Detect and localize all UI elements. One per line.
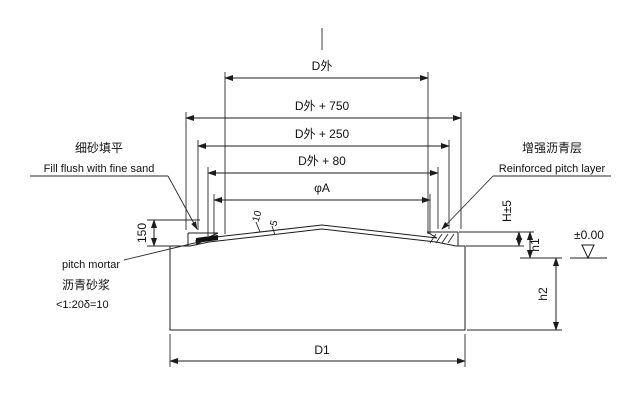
dim-d1-label: D1 bbox=[314, 343, 330, 357]
right-curb bbox=[426, 231, 459, 246]
fine-sand-label-en: Fill flush with fine sand bbox=[44, 163, 155, 175]
dim-150-label: 150 bbox=[135, 223, 149, 243]
dim-phi-a: φA bbox=[213, 181, 431, 204]
dim-h1-label: h1 bbox=[528, 238, 542, 252]
dim-d-outer-250-label: D外 + 250 bbox=[295, 127, 350, 141]
dim-d-outer-750: D外 + 750 bbox=[185, 99, 462, 122]
dim-h1: h1 bbox=[526, 231, 542, 259]
reinforced-pitch-label-cn: 增强沥青层 bbox=[522, 141, 582, 155]
dim-h-tolerance: H±5 bbox=[500, 200, 523, 247]
fine-sand-leader bbox=[167, 175, 198, 230]
dim-d-outer-80-label: D外 + 80 bbox=[298, 154, 346, 168]
reinforced-pitch-hatch bbox=[429, 233, 455, 244]
layer-tick-10 bbox=[255, 221, 261, 233]
callout-pitch-mortar: pitch mortar 沥青砂浆 <1:20δ=10 bbox=[56, 240, 204, 311]
dim-d-outer-80: D外 + 80 bbox=[207, 154, 439, 177]
callout-reinforced-pitch: 增强沥青层 Reinforced pitch layer bbox=[441, 141, 611, 230]
callout-fine-sand: 细砂填平 Fill flush with fine sand bbox=[30, 141, 198, 230]
left-curb bbox=[187, 232, 219, 246]
dim-h-tolerance-label: H±5 bbox=[500, 200, 514, 222]
pitch-mortar-spec: <1:20δ=10 bbox=[56, 299, 109, 311]
layer-tick-5 bbox=[271, 225, 276, 236]
reinforced-pitch-leader bbox=[441, 175, 494, 230]
dim-h2-label: h2 bbox=[536, 287, 550, 301]
surface-layer-line bbox=[206, 224, 438, 239]
datum-triangle-icon bbox=[581, 244, 595, 260]
datum-level-label: ±0.00 bbox=[574, 228, 604, 242]
dim-h2: h2 bbox=[536, 257, 560, 331]
pitch-mortar-label-cn: 沥青砂浆 bbox=[62, 277, 110, 292]
right-layer-edge bbox=[426, 231, 438, 239]
reinforced-pitch-label-en: Reinforced pitch layer bbox=[499, 163, 606, 175]
dim-d-outer-label: D外 bbox=[312, 59, 333, 73]
pitch-mortar-leader bbox=[123, 240, 204, 261]
layer-5-label: 5 bbox=[269, 219, 281, 228]
dim-150: 150 bbox=[135, 219, 200, 247]
pitch-layers: 10 5 bbox=[206, 209, 438, 239]
extension-lines-top bbox=[185, 72, 462, 236]
foundation-fill bbox=[169, 228, 466, 331]
right-dimensions: H±5 h1 h2 ±0.00 bbox=[459, 200, 607, 331]
layer-10-label: 10 bbox=[251, 209, 265, 223]
fine-sand-label-cn: 细砂填平 bbox=[75, 141, 123, 155]
datum-level: ±0.00 bbox=[570, 228, 607, 260]
dim-d-outer-750-label: D外 + 750 bbox=[295, 99, 350, 113]
dim-phi-a-label: φA bbox=[314, 181, 330, 195]
pitch-mortar-label-en: pitch mortar bbox=[62, 259, 120, 271]
dim-d-outer-250: D外 + 250 bbox=[197, 127, 450, 150]
dim-d1: D1 bbox=[169, 334, 466, 367]
dim-d-outer: D外 bbox=[224, 59, 429, 82]
foundation-body bbox=[169, 228, 466, 331]
